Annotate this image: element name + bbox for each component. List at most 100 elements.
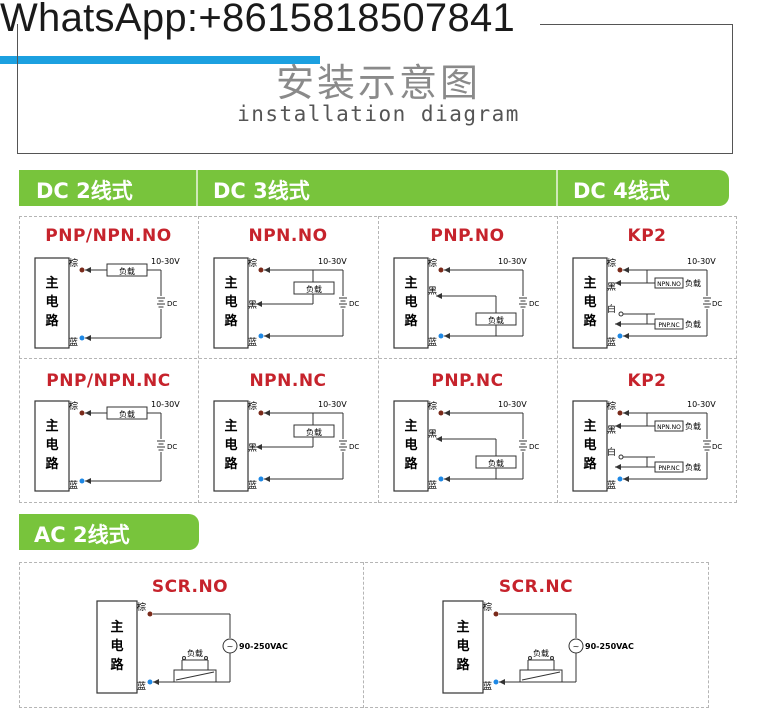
- header-title-zh: 安装示意图: [275, 61, 481, 105]
- diagram-pnp-nc: 主 电 路 棕 黑 蓝 负载 10-30V DC: [393, 400, 539, 492]
- voltage-label: 10-30V: [318, 257, 347, 266]
- pnp-nc-label: PNP.NC: [658, 322, 679, 329]
- grid-line: [363, 562, 364, 708]
- wire-label-brown: 棕: [248, 400, 257, 412]
- wire-label-black: 黑: [248, 443, 257, 454]
- wire-label-blue: 蓝: [248, 479, 257, 491]
- wire-label-blue: 蓝: [607, 479, 616, 491]
- diagram-scr-no: 主 电 路 棕 蓝 ~ 90-250VAC 负载: [96, 600, 288, 694]
- main-circuit-label: 路: [224, 456, 238, 472]
- dc-label: DC: [349, 443, 359, 451]
- diagram-kp2-a: 主 电 路 棕 黑 白 蓝 NPN.NO 负载 PNP.NC 负载 10-30V…: [572, 257, 722, 349]
- panel-title-dc2-no: PNP/NPN.NO: [45, 226, 172, 246]
- wire-label-white: 白: [607, 446, 616, 458]
- wire-label-black: 黑: [248, 300, 257, 311]
- main-circuit-label: 主: [456, 619, 469, 635]
- section-label-dc4: DC 4线式: [573, 179, 670, 203]
- wire-label-blue: 蓝: [248, 336, 257, 348]
- pnp-nc-label: PNP.NC: [658, 465, 679, 472]
- main-circuit-label: 主: [583, 275, 596, 291]
- load-label: 负载: [488, 458, 504, 468]
- panel-title-scr-nc: SCR.NC: [498, 577, 574, 597]
- watermark-bar: [0, 56, 320, 64]
- main-circuit-label: 主: [404, 275, 417, 291]
- load-label: 负载: [119, 409, 135, 419]
- wire-label-brown: 棕: [69, 400, 78, 412]
- wire-label-brown: 棕: [607, 400, 616, 412]
- wire-label-blue: 蓝: [607, 336, 616, 348]
- load-label: 负载: [685, 278, 701, 288]
- band-separator: [556, 170, 558, 206]
- load-label: 负载: [488, 315, 504, 325]
- wire-label-blue: 蓝: [483, 680, 492, 692]
- main-circuit-label: 主: [224, 418, 237, 434]
- wire-label-black: 黑: [428, 429, 437, 440]
- dc-label: DC: [167, 300, 177, 308]
- dc-label: DC: [349, 300, 359, 308]
- ac-section-band: [19, 514, 199, 550]
- main-circuit-label: 电: [45, 294, 58, 310]
- panel-title-pnp-no: PNP.NO: [430, 226, 505, 246]
- grid-line: [198, 216, 199, 503]
- diagram-dc2-nc: 主 电 路 棕 蓝 负载 10-30V DC: [34, 400, 180, 492]
- ac-panel-grid: [19, 562, 709, 708]
- main-circuit-label: 路: [404, 456, 418, 472]
- grid-line: [557, 216, 558, 503]
- voltage-label: 10-30V: [687, 257, 716, 266]
- panel-title-npn-nc: NPN.NC: [249, 371, 327, 391]
- main-circuit-label: 路: [456, 657, 470, 673]
- grid-line: [19, 358, 737, 359]
- wire-label-blue: 蓝: [428, 336, 437, 348]
- main-circuit-label: 路: [583, 456, 597, 472]
- main-circuit-label: 主: [45, 275, 58, 291]
- wire-label-brown: 棕: [483, 601, 492, 613]
- diagram-pnp-no: 主 电 路 棕 黑 蓝 负载 10-30V DC: [393, 257, 539, 349]
- diagram-scr-nc: 主 电 路 棕 蓝 ~ 90-250VAC 负载: [442, 600, 634, 694]
- load-label: 负载: [119, 266, 135, 276]
- section-label-dc3: DC 3线式: [213, 179, 310, 203]
- main-circuit-label: 电: [224, 437, 237, 453]
- main-circuit-label: 主: [583, 418, 596, 434]
- main-circuit-label: 主: [404, 418, 417, 434]
- diagram-npn-no: 主 电 路 棕 黑 蓝 负载 10-30V DC: [213, 257, 359, 349]
- dc-label: DC: [167, 443, 177, 451]
- header-title-en: installation diagram: [237, 102, 520, 126]
- main-circuit-label: 电: [456, 638, 469, 654]
- wire-label-brown: 棕: [137, 601, 146, 613]
- wire-label-black: 黑: [428, 286, 437, 297]
- main-circuit-label: 电: [45, 437, 58, 453]
- wire-label-brown: 棕: [428, 257, 437, 269]
- main-circuit-label: 主: [45, 418, 58, 434]
- main-circuit-label: 路: [45, 456, 59, 472]
- wire-label-brown: 棕: [428, 400, 437, 412]
- main-circuit-label: 主: [110, 619, 123, 635]
- wire-label-black: 黑: [607, 425, 616, 436]
- dc-section-band: [19, 170, 729, 206]
- band-separator: [196, 170, 198, 206]
- main-circuit-label: 路: [110, 657, 124, 673]
- panel-title-kp2-b: KP2: [627, 371, 667, 391]
- voltage-label: 10-30V: [687, 400, 716, 409]
- watermark-text: WhatsApp:+8615818507841: [0, 0, 516, 40]
- load-label: 负载: [685, 462, 701, 472]
- dc-label: DC: [529, 300, 539, 308]
- diagram-kp2-b: 主 电 路 棕 黑 白 蓝 NPN.NO 负载 PNP.NC 负载 10-30V…: [572, 400, 722, 492]
- svg-text:~: ~: [573, 642, 580, 651]
- voltage-label: 10-30V: [498, 400, 527, 409]
- dc-label: DC: [712, 300, 722, 308]
- section-label-ac2: AC 2线式: [34, 523, 130, 547]
- main-circuit-label: 路: [404, 313, 418, 329]
- load-label: 负载: [685, 319, 701, 329]
- diagram-dc2-no: 主 电 路 棕 蓝 负载 10-30V DC: [34, 257, 180, 349]
- main-circuit-label: 电: [404, 437, 417, 453]
- svg-text:~: ~: [227, 642, 234, 651]
- main-circuit-label: 电: [110, 638, 123, 654]
- load-label: 负载: [533, 648, 549, 658]
- voltage-label: 10-30V: [318, 400, 347, 409]
- wire-label-blue: 蓝: [69, 479, 78, 491]
- wire-label-brown: 棕: [607, 257, 616, 269]
- load-label: 负载: [306, 427, 322, 437]
- npn-no-label: NPN.NO: [657, 424, 681, 431]
- wire-label-brown: 棕: [69, 257, 78, 269]
- panel-title-dc2-nc: PNP/NPN.NC: [46, 371, 171, 391]
